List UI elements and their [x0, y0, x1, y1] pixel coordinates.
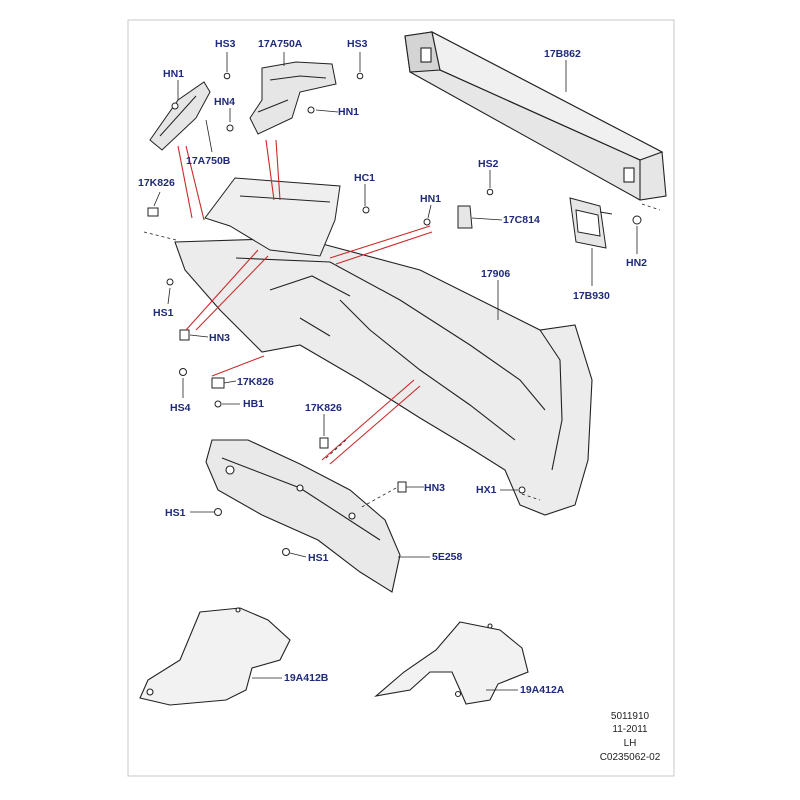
callout-17k826-mid: 17K826 — [237, 376, 274, 388]
callout-17k826-low: 17K826 — [305, 402, 342, 414]
bracket-17b930 — [569, 197, 613, 249]
callout-hs2: HS2 — [478, 158, 499, 170]
callout-17b862: 17B862 — [544, 48, 581, 60]
bumper-cover — [174, 237, 593, 516]
callout-hn1-right: HN1 — [420, 193, 442, 205]
bumper-upper-section — [204, 177, 341, 257]
callout-hn1-mid: HN1 — [338, 106, 360, 118]
callout-hs3-right: HS3 — [347, 38, 368, 50]
footer-date: 11-2011 — [612, 724, 648, 735]
callout-hn2: HN2 — [626, 257, 648, 269]
callout-hs1-left: HS1 — [153, 307, 174, 319]
callout-19a412a: 19A412A — [520, 684, 565, 696]
callout-17a750b: 17A750B — [186, 155, 231, 167]
shield-19a412b — [139, 607, 291, 706]
callout-hn3-left: HN3 — [209, 332, 231, 344]
page-frame — [127, 19, 675, 777]
reinforcement-beam — [404, 30, 667, 201]
callout-hn3-low: HN3 — [424, 482, 446, 494]
footer-side: LH — [623, 738, 637, 749]
lower-panel-5e258 — [205, 439, 401, 593]
callout-hs4: HS4 — [170, 402, 191, 414]
callout-hs3-left: HS3 — [215, 38, 236, 50]
bracket-17a750a — [249, 61, 337, 135]
black-leader-lines — [143, 52, 661, 691]
callout-hs1-low: HS1 — [165, 507, 186, 519]
shield-19a412a — [374, 621, 529, 705]
callout-17b930: 17B930 — [573, 290, 610, 302]
callout-19a412b: 19A412B — [284, 672, 329, 684]
callout-5e258: 5E258 — [432, 551, 463, 563]
fasteners — [147, 72, 642, 556]
red-leader-lines — [177, 139, 433, 465]
callout-17906: 17906 — [481, 268, 511, 280]
footer-ref-number: 5011910 — [610, 711, 650, 722]
callout-17a750a: 17A750A — [258, 38, 303, 50]
callout-hn4: HN4 — [214, 96, 236, 108]
callout-hn1-left: HN1 — [163, 68, 185, 80]
callout-17k826-left: 17K826 — [138, 177, 175, 189]
bracket-17a750b — [149, 81, 211, 151]
callout-hx1: HX1 — [476, 484, 497, 496]
callout-hc1: HC1 — [354, 172, 376, 184]
callout-hs1-bottom: HS1 — [308, 552, 329, 564]
callout-17c814: 17C814 — [503, 214, 540, 226]
callout-hb1: HB1 — [243, 398, 265, 410]
footer-drawing-code: C0235062-02 — [599, 752, 661, 763]
